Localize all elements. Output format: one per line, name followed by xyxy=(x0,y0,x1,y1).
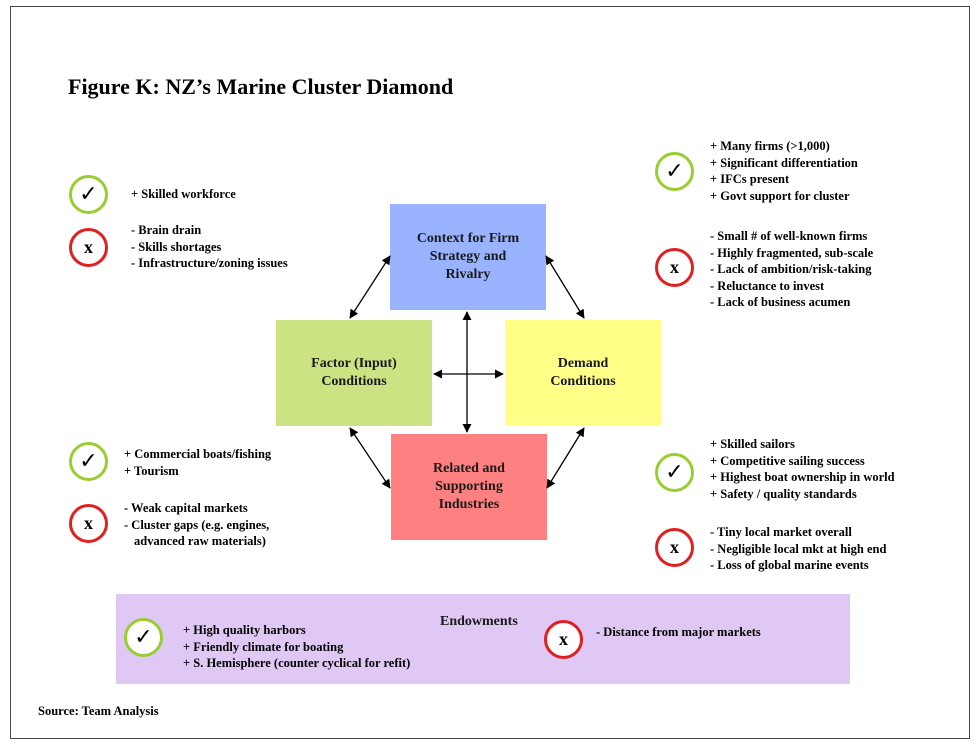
note-item: - Reluctance to invest xyxy=(710,278,825,293)
note-item: - Lack of ambition/risk-taking xyxy=(710,262,872,276)
endowments-negatives: - Distance from major markets xyxy=(596,624,761,641)
note-item: - Cluster gaps (e.g. engines, xyxy=(124,517,270,532)
note-item: + Skilled sailors xyxy=(710,437,795,451)
note-item: + Govt support for cluster xyxy=(710,188,850,203)
demand-negatives: - Tiny local market overall - Negligible… xyxy=(710,524,886,574)
note-item: + Safety / quality standards xyxy=(710,486,857,501)
context-positives: + Many firms (>1,000) + Significant diff… xyxy=(710,138,858,204)
cross-icon: x xyxy=(655,248,694,287)
context-negatives: - Small # of well-known firms - Highly f… xyxy=(710,228,873,311)
cross-icon: x xyxy=(655,528,694,567)
note-item: - Brain drain xyxy=(131,223,202,237)
related-negatives: - Weak capital markets - Cluster gaps (e… xyxy=(124,500,269,550)
endowments-panel xyxy=(116,594,850,684)
context-box: Context for Firm Strategy and Rivalry xyxy=(390,204,546,310)
note-item: advanced raw materials) xyxy=(134,534,266,548)
note-item: + IFCs present xyxy=(710,172,790,186)
note-item: + High quality harbors xyxy=(183,623,306,637)
note-item: - Lack of business acumen xyxy=(710,295,851,309)
note-item: - Small # of well-known firms xyxy=(710,229,868,243)
check-icon: ✓ xyxy=(655,453,694,492)
note-item: + Tourism xyxy=(124,463,179,478)
factor-negatives: - Brain drain - Skills shortages - Infra… xyxy=(131,222,288,272)
factor-positives: + Skilled workforce xyxy=(131,186,236,203)
arrow-context-factor xyxy=(349,255,391,319)
note-item: - Negligible local mkt at high end xyxy=(710,541,887,556)
endowments-label: Endowments xyxy=(440,614,518,629)
factor-box: Factor (Input) Conditions xyxy=(276,320,432,426)
related-positives: + Commercial boats/fishing + Tourism xyxy=(124,446,271,479)
source-note: Source: Team Analysis xyxy=(38,704,159,718)
related-box: Related and Supporting Industries xyxy=(391,434,547,540)
arrow-demand-related xyxy=(546,427,585,489)
check-icon: ✓ xyxy=(69,175,108,214)
cross-icon: x xyxy=(69,228,108,267)
arrow-factor-related xyxy=(349,427,391,489)
note-item: - Loss of global marine events xyxy=(710,558,869,572)
check-icon: ✓ xyxy=(655,152,694,191)
note-item: - Distance from major markets xyxy=(596,625,761,639)
note-item: + Highest boat ownership in world xyxy=(710,470,895,484)
note-item: - Infrastructure/zoning issues xyxy=(131,256,288,270)
note-item: + Friendly climate for boating xyxy=(183,639,344,654)
note-item: + S. Hemisphere (counter cyclical for re… xyxy=(183,656,411,670)
cross-icon: x xyxy=(69,504,108,543)
note-item: + Commercial boats/fishing xyxy=(124,447,272,461)
note-item: - Tiny local market overall xyxy=(710,525,852,539)
arrow-context-demand xyxy=(545,255,585,319)
cross-icon: x xyxy=(544,620,583,659)
check-icon: ✓ xyxy=(69,442,108,481)
endowments-positives: + High quality harbors + Friendly climat… xyxy=(183,622,410,672)
note-item: - Skills shortages xyxy=(131,239,222,254)
figure-title: Figure K: NZ’s Marine Cluster Diamond xyxy=(68,74,454,99)
demand-box: Demand Conditions xyxy=(505,320,661,426)
note-item: + Significant differentiation xyxy=(710,155,858,170)
note-item: - Highly fragmented, sub-scale xyxy=(710,245,874,260)
note-item: + Skilled workforce xyxy=(131,187,236,201)
note-item: - Weak capital markets xyxy=(124,501,248,515)
note-item: + Many firms (>1,000) xyxy=(710,139,830,153)
note-item: + Competitive sailing success xyxy=(710,453,865,468)
check-icon: ✓ xyxy=(124,618,163,657)
demand-positives: + Skilled sailors + Competitive sailing … xyxy=(710,436,895,502)
